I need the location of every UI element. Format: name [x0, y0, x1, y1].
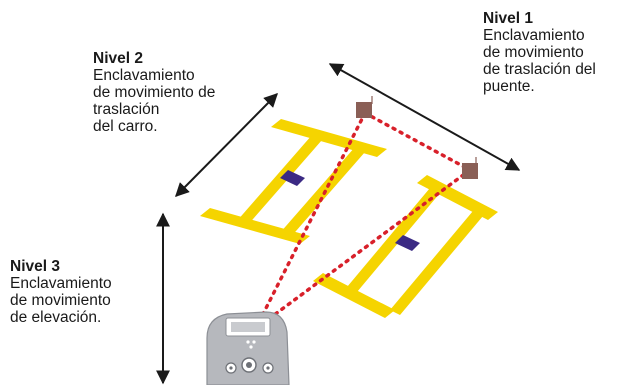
level-2-line: Enclavamiento — [93, 67, 195, 84]
level-3-label: Nivel 3 Enclavamiento de movimiento de e… — [10, 258, 112, 326]
radio-remote-control-icon — [206, 311, 290, 385]
trolley-left — [280, 170, 305, 186]
level-1-line: Enclavamiento — [483, 27, 585, 44]
level-1-title: Nivel 1 — [483, 10, 533, 27]
receiver-top-icon — [356, 96, 373, 118]
trolley-travel-arrow — [175, 93, 278, 197]
receiver-right-icon — [462, 157, 478, 179]
level-1-line: de movimiento — [483, 44, 584, 61]
level-3-line: de elevación. — [10, 309, 102, 326]
level-2-line: de movimiento de — [93, 84, 216, 101]
level-1-line: de traslación del — [483, 61, 596, 78]
level-1-line: puente. — [483, 78, 535, 95]
level-3-line: Enclavamiento — [10, 275, 112, 292]
crane-frame-right — [313, 175, 498, 318]
signal-lines — [260, 111, 472, 320]
level-2-title: Nivel 2 — [93, 50, 143, 67]
level-1-label: Nivel 1 Enclavamiento de movimiento de t… — [483, 10, 596, 95]
level-2-line: traslación — [93, 101, 160, 118]
level-3-line: de movimiento — [10, 292, 111, 309]
trolley-right — [395, 235, 420, 251]
crane-frame-left — [200, 119, 387, 244]
level-2-line: del carro. — [93, 118, 158, 135]
level-2-label: Nivel 2 Enclavamiento de movimiento de t… — [93, 50, 215, 135]
level-3-title: Nivel 3 — [10, 258, 60, 275]
bridge-travel-arrow — [328, 63, 521, 171]
